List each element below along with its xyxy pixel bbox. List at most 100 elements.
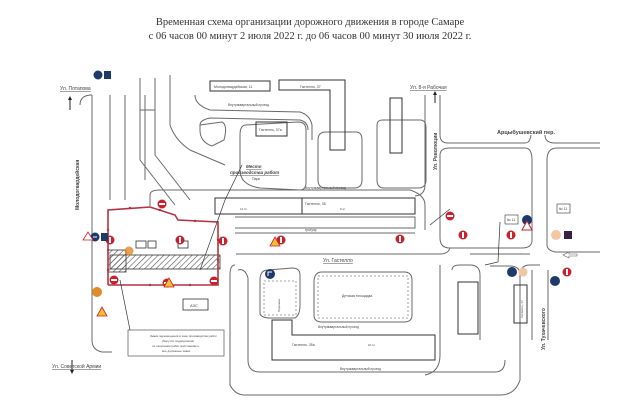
- road-edge: [236, 247, 451, 255]
- traffic-signs-blue: [90, 70, 572, 286]
- worksite-title: Место: [246, 164, 262, 169]
- leader-line: [484, 221, 501, 266]
- driveway-label: Внутриквартальный проезд: [318, 325, 359, 329]
- road-edge: [424, 265, 441, 376]
- driveway-label: Внутриквартальный проезд: [305, 186, 346, 190]
- azs-label: АЗС: [190, 303, 198, 308]
- playground-area: [317, 275, 409, 319]
- building-gastello-35: [214, 197, 416, 215]
- work-zone-fence: [107, 206, 219, 286]
- title-line-1: Временная схема организации дорожного дв…: [155, 17, 465, 28]
- street-label-sovetskoy-armii: Ул. Советской Армии: [52, 363, 101, 370]
- road-edge: [199, 117, 309, 131]
- direction-sign-icon: [507, 267, 517, 277]
- road-edge: [169, 75, 226, 166]
- building-label: Гастелло, 35а: [292, 343, 315, 347]
- building-label: Молодогвардейская, 11: [214, 85, 252, 89]
- road-edge: [439, 147, 533, 249]
- traffic-signs-red: [105, 230, 572, 277]
- work-zone-hatch: [109, 254, 221, 270]
- sidewalk-label: тротуар: [305, 228, 317, 232]
- legend-line: по окончании работ восстановить: [152, 344, 200, 348]
- legend-line: все дорожные знаки: [162, 349, 191, 353]
- street-label-arcibushevsky: Арцыбушевский пер.: [497, 129, 556, 136]
- building-label: 11 эт: [240, 207, 247, 211]
- road-edge: [451, 264, 481, 340]
- block-outline: [313, 271, 413, 323]
- building-inner: [457, 281, 479, 335]
- car-icon: [147, 240, 157, 249]
- road-edge: [235, 216, 416, 229]
- building-gastello-37a: [255, 121, 288, 137]
- direction-sign-icon: [550, 276, 560, 286]
- building-label: 10 эт: [368, 343, 376, 347]
- no11-label: № 11: [559, 207, 567, 211]
- direction-sign-icon: [93, 70, 103, 80]
- info-sign-icon: [104, 71, 111, 79]
- building-no11-right: [389, 97, 403, 154]
- stop-sign-icon: [218, 236, 228, 246]
- no11-box: [556, 203, 571, 214]
- building-gastello-35a: [271, 319, 436, 361]
- priority-sign-icon: [551, 230, 561, 240]
- building-label: Гастелло, 17: [520, 300, 524, 318]
- no-entry-sign-icon: [157, 199, 167, 209]
- road-edge: [439, 95, 532, 144]
- road-edge: [154, 78, 191, 201]
- yield-sign-icon: [521, 219, 533, 231]
- parking-area: [263, 280, 297, 316]
- road-edge: [149, 189, 426, 230]
- street-label-revolyutsii: Ул. Революции: [433, 133, 439, 170]
- lawn: [199, 121, 227, 147]
- lawn: [239, 121, 307, 191]
- building-gastello-17: [513, 284, 528, 324]
- leader-line: [199, 164, 243, 271]
- turn-right-sign-icon: [265, 269, 275, 279]
- road-edge: [91, 95, 112, 353]
- building-label: Гастелло, 35: [305, 202, 326, 206]
- road-edge: [229, 264, 521, 396]
- road-edge: [546, 147, 600, 161]
- legend-line: Знаки перемещения в зоне производства ра…: [150, 334, 217, 338]
- yield-sign-icon: [82, 231, 94, 241]
- info-sign-icon: [564, 231, 572, 239]
- road-edge: [544, 134, 600, 144]
- leader-line: [119, 279, 131, 331]
- speed-limit-sign-icon: [124, 246, 134, 256]
- fence-posts: [106, 206, 220, 287]
- worksite-note: Парк: [252, 177, 260, 181]
- no-entry-sign-icon: [209, 276, 219, 286]
- driveway-label: Внутриквартальный проезд: [228, 103, 269, 107]
- building-label: Гастелло, 37: [300, 85, 321, 89]
- info-sign-icon: [101, 233, 108, 241]
- street-label-tukhachevskogo: Ул. Тухачевского: [541, 308, 547, 350]
- road-edge: [546, 160, 600, 253]
- stop-sign-icon: [175, 235, 185, 245]
- road-edge: [414, 95, 426, 197]
- driveway-label: Внутриквартальный проезд: [340, 367, 381, 371]
- building-gastello-37: [278, 79, 346, 151]
- no11-box: [504, 214, 519, 225]
- lawn: [317, 131, 363, 189]
- building-label: Гастелло, 37а: [259, 128, 282, 132]
- lawn: [376, 119, 427, 189]
- building-label: 9 эт: [340, 207, 346, 211]
- title-line-2: с 06 часов 00 минут 2 июля 2022 г. до 06…: [148, 31, 472, 42]
- building-molodogvardeyskaya-11: [209, 80, 271, 92]
- legend-line: (берутся подрядчиком): [162, 339, 194, 343]
- arrow-down-icon: [70, 360, 74, 374]
- no-entry-sign-icon: [109, 275, 119, 285]
- street-label-rabochaya: Ул. 8-я Рабочая: [410, 85, 447, 91]
- priority-sign-icon: [518, 267, 528, 277]
- arrow-up-icon: [433, 91, 437, 103]
- car-icon: [135, 240, 147, 249]
- road-edge: [237, 269, 506, 373]
- street-label-potapova: Ул. Потапова: [60, 86, 91, 92]
- building-label: Детская площадка: [342, 294, 372, 298]
- worksite-subtitle: производства работ: [230, 169, 279, 175]
- no-entry-sign-icon: [445, 211, 455, 221]
- stop-sign-icon: [506, 230, 516, 240]
- road-works-sign-icon: [269, 236, 281, 247]
- street-label-molodogvardeyskaya: Молодогвардейская: [74, 160, 81, 210]
